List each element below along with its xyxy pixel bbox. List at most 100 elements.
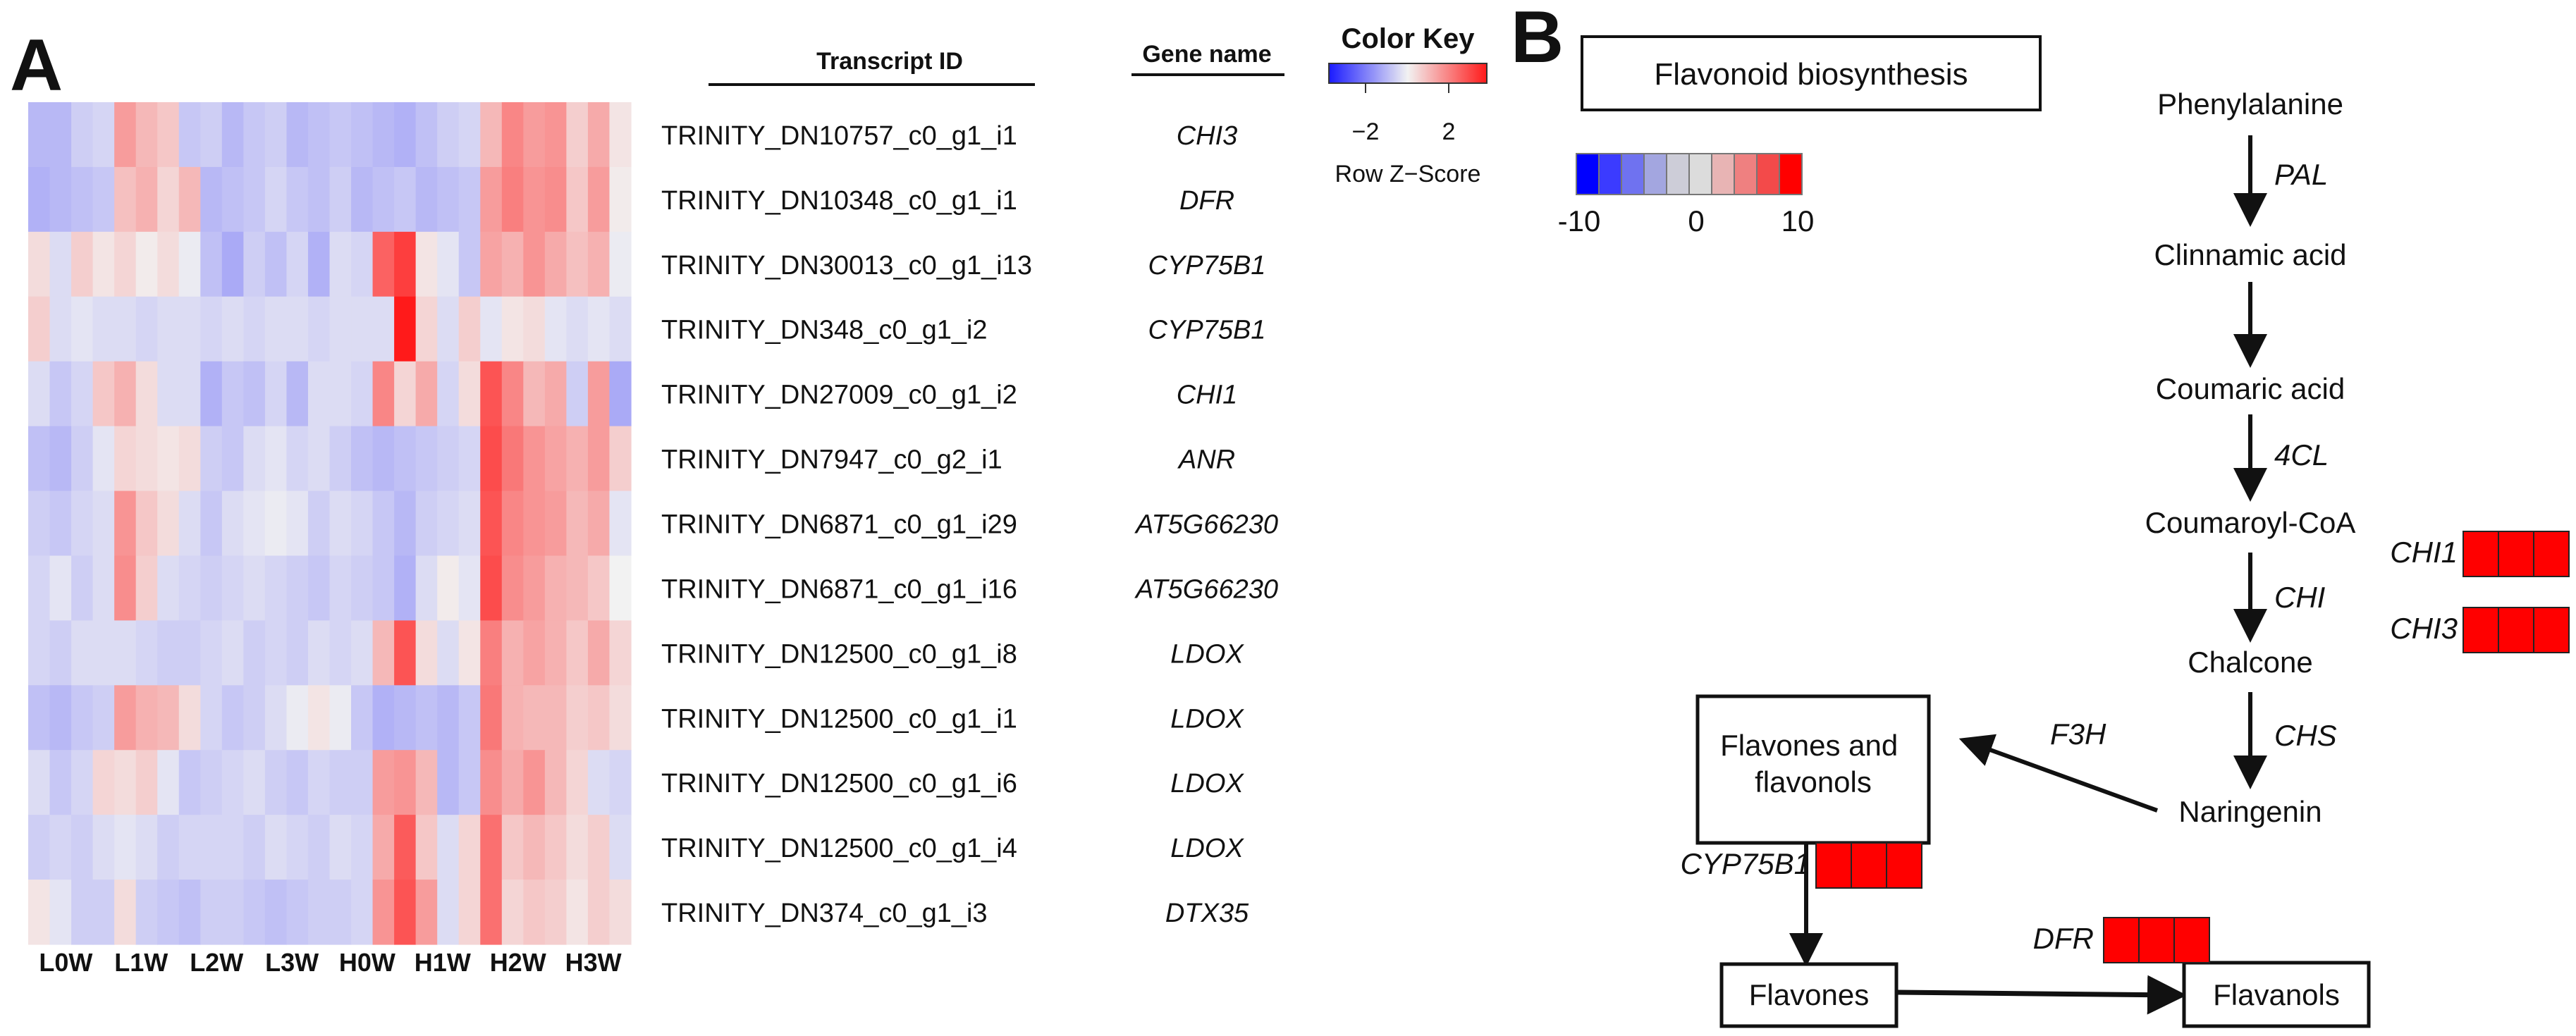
heatmap-cell	[566, 296, 589, 362]
heatmap-cell	[566, 880, 589, 945]
heatmap-cell	[415, 296, 438, 362]
heatmap-cell	[157, 102, 180, 168]
heatmap-cell	[221, 685, 244, 751]
heatmap-cell	[28, 750, 51, 815]
heatmap-cell	[286, 620, 309, 686]
heatmap-cell	[221, 880, 244, 945]
heatmap-cell	[243, 296, 266, 362]
heatmap-cell	[71, 102, 94, 168]
heatmap-cell	[437, 815, 460, 880]
heatmap-cell	[286, 750, 309, 815]
heatmap-cell	[329, 880, 352, 945]
heatmap-cell	[437, 296, 460, 362]
heatmap-cell	[351, 166, 374, 233]
heatmap-cell	[28, 231, 51, 297]
heatmap-cell	[135, 880, 158, 945]
heatmap-cell	[200, 750, 223, 815]
gene-name: AT5G66230	[1134, 510, 1278, 540]
heatmap-cell	[49, 296, 72, 362]
heatmap-cell	[394, 750, 417, 815]
heatmap-cell	[178, 426, 201, 492]
heatmap-cell	[501, 750, 524, 815]
gene-name: LDOX	[1170, 769, 1244, 798]
heatmap-cell	[437, 102, 460, 168]
heatmap-column-label: H0W	[339, 948, 395, 977]
heatmap-cell	[135, 426, 158, 492]
heatmap-cell	[587, 880, 611, 945]
heatmap-column-label: L2W	[190, 948, 243, 977]
transcript-id: TRINITY_DN27009_c0_g1_i2	[661, 381, 1017, 410]
heatmap-cell	[394, 361, 417, 427]
heatmap-cell	[501, 361, 524, 427]
heatmap-cell	[609, 815, 632, 880]
heatmap-cell	[200, 555, 223, 621]
heatmap-cell	[437, 361, 460, 427]
heatmap-cell	[372, 166, 395, 233]
panel-b: B Flavonoid biosynthesis -10 0 10 Phenyl…	[1511, 0, 2570, 1028]
heatmap-cell	[243, 361, 266, 427]
heatmap-cell	[114, 815, 137, 880]
heatmap-cell	[394, 620, 417, 686]
heatmap-cell	[28, 620, 51, 686]
heatmap-cell	[200, 166, 223, 233]
enzyme-f3h: F3H	[2050, 717, 2106, 751]
heatmap-cell	[307, 685, 331, 751]
heatmap-cell	[28, 296, 51, 362]
color-key-subtitle: Row Z−Score	[1335, 161, 1481, 187]
heatmap-cell	[587, 491, 611, 557]
heatmap-cell	[49, 685, 72, 751]
heatmap-cell	[157, 685, 180, 751]
heatmap-cell	[114, 620, 137, 686]
enzyme-pal: PAL	[2274, 158, 2328, 191]
transcript-id: TRINITY_DN6871_c0_g1_i29	[661, 510, 1017, 540]
gene-marker-cell	[1886, 842, 1922, 889]
heatmap-cell	[437, 620, 460, 686]
heatmap-cell	[243, 491, 266, 557]
heatmap-cell	[480, 555, 503, 621]
compound-coumaroyl-coa: Coumaroyl-CoA	[2145, 506, 2356, 539]
color-key-tick-high-label: 2	[1442, 118, 1456, 145]
heatmap-cell	[566, 555, 589, 621]
gene-name: LDOX	[1170, 639, 1244, 669]
heatmap-cell	[458, 620, 481, 686]
heatmap-cell	[437, 880, 460, 945]
heatmap-cell	[135, 296, 158, 362]
heatmap-cell	[587, 750, 611, 815]
heatmap-cell	[221, 815, 244, 880]
heatmap-cell	[286, 361, 309, 427]
heatmap-cell	[243, 166, 266, 233]
heatmap-cell	[92, 620, 115, 686]
heatmap-cell	[286, 685, 309, 751]
heatmap-column-label: H3W	[565, 948, 622, 977]
heatmap-cell	[286, 426, 309, 492]
heatmap-cell	[437, 750, 460, 815]
heatmap-cell	[609, 361, 632, 427]
heatmap-cell	[544, 750, 567, 815]
heatmap-cell	[458, 491, 481, 557]
heatmap-cell	[523, 426, 546, 492]
heatmap-cell	[329, 166, 352, 233]
heatmap-cell	[329, 426, 352, 492]
heatmap-cell	[307, 555, 331, 621]
heatmap-cell	[286, 880, 309, 945]
heatmap-cell	[157, 491, 180, 557]
heatmap-cell	[92, 296, 115, 362]
scale-tick-high: 10	[1781, 204, 1815, 238]
heatmap-cell	[437, 166, 460, 233]
heatmap-cell	[307, 231, 331, 297]
heatmap-cell	[566, 426, 589, 492]
heatmap-cell	[544, 296, 567, 362]
heatmap-cell	[372, 231, 395, 297]
heatmap-cell	[114, 880, 137, 945]
scale-cell	[1734, 153, 1758, 195]
heatmap-cell	[587, 685, 611, 751]
heatmap-cell	[351, 880, 374, 945]
heatmap-cell	[544, 361, 567, 427]
heatmap-cell	[480, 231, 503, 297]
heatmap-cell	[566, 102, 589, 168]
heatmap-cell	[28, 491, 51, 557]
heatmap-cell	[92, 231, 115, 297]
heatmap-cell	[458, 555, 481, 621]
heatmap-cell	[437, 491, 460, 557]
